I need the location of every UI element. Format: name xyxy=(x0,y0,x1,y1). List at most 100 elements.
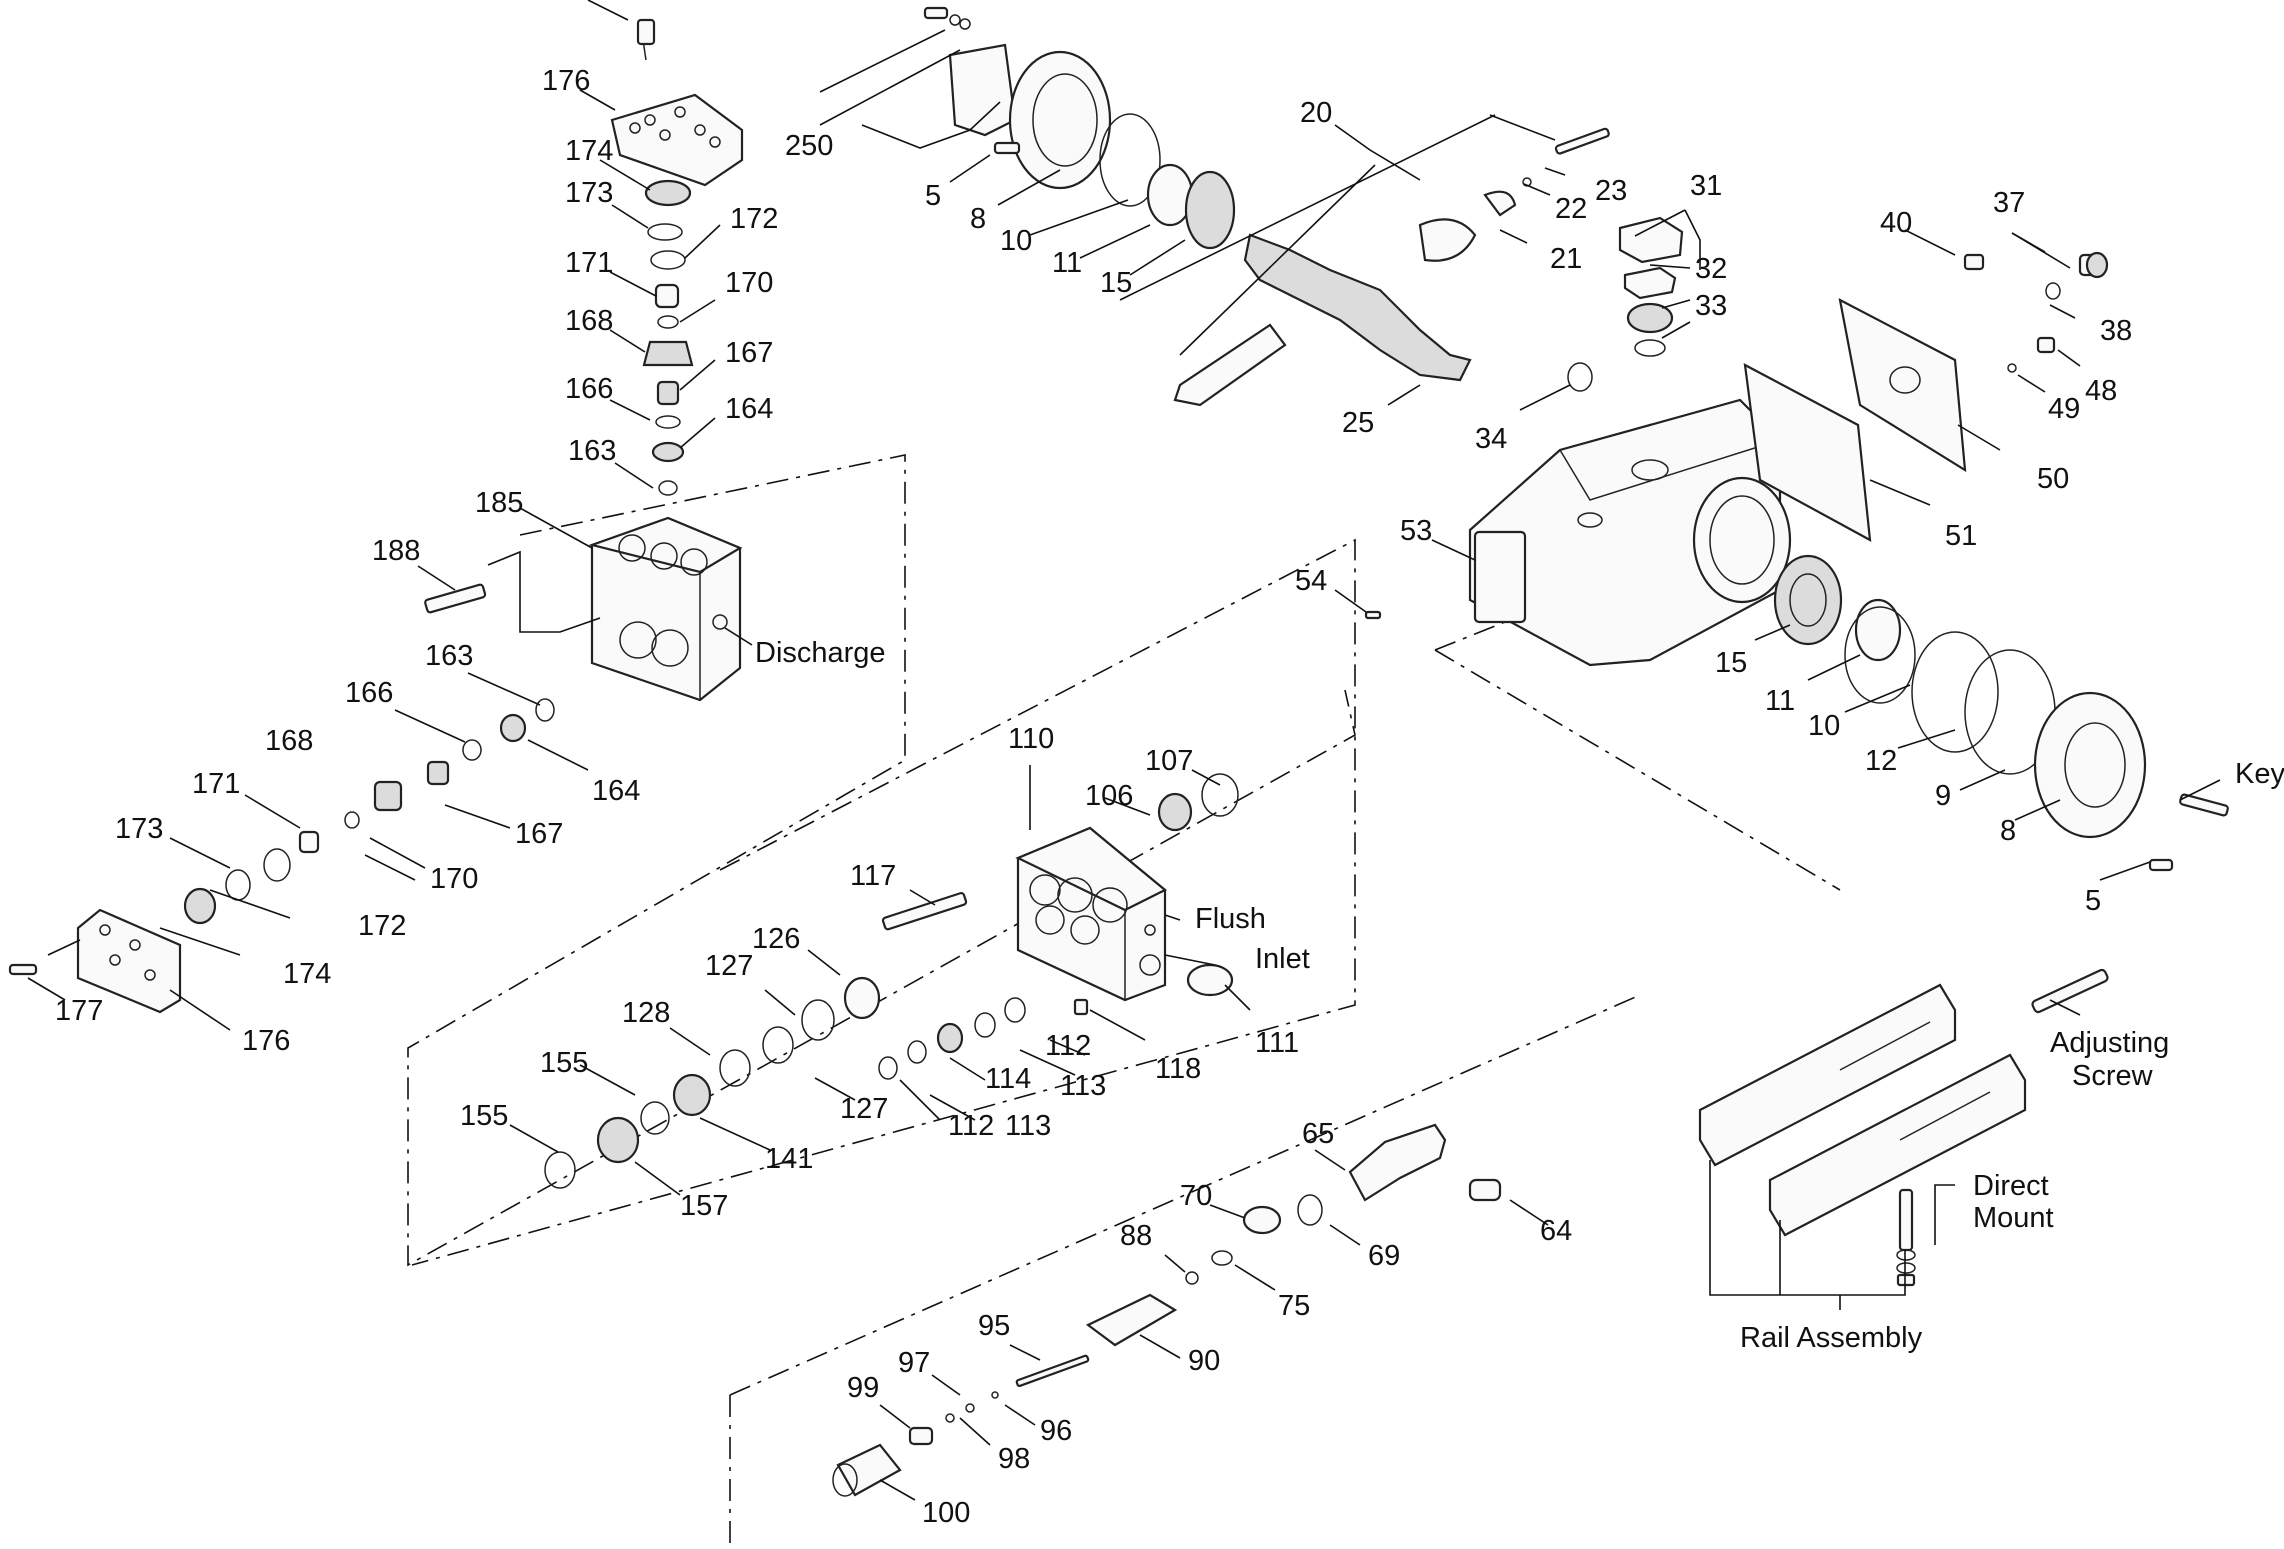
label-172-mid: 172 xyxy=(358,910,406,942)
label-172-top: 172 xyxy=(730,203,778,235)
label-164-top: 164 xyxy=(725,393,773,425)
label-37: 37 xyxy=(1993,187,2025,219)
label-38: 38 xyxy=(2100,315,2132,347)
suction-valve-stack xyxy=(8,698,555,1014)
label-163-mid: 163 xyxy=(425,640,473,672)
label-112-bottom: 112 xyxy=(948,1110,994,1142)
label-10-right: 10 xyxy=(1808,710,1840,742)
label-167-mid: 167 xyxy=(515,818,563,850)
label-21: 21 xyxy=(1550,243,1582,275)
label-113-bottom: 113 xyxy=(1005,1110,1051,1142)
top-valve-stack xyxy=(610,18,744,496)
label-direct-line1: Direct xyxy=(1973,1170,2049,1202)
label-flush: Flush xyxy=(1195,903,1266,935)
label-88: 88 xyxy=(1120,1220,1152,1252)
label-75: 75 xyxy=(1278,1290,1310,1322)
label-70: 70 xyxy=(1180,1180,1212,1212)
assembly-outlines xyxy=(407,454,1841,1549)
label-rail-assembly: Rail Assembly xyxy=(1740,1322,1923,1354)
label-171-mid: 171 xyxy=(192,768,240,800)
label-40: 40 xyxy=(1880,207,1912,239)
label-141: 141 xyxy=(765,1143,813,1175)
drive-side-bearing-parts xyxy=(1773,554,2229,872)
label-23: 23 xyxy=(1595,175,1627,207)
label-168-top: 168 xyxy=(565,305,613,337)
label-170-mid: 170 xyxy=(430,863,478,895)
label-32: 32 xyxy=(1695,253,1727,285)
label-5-right: 5 xyxy=(2085,885,2101,917)
inlet-manifold-110 xyxy=(881,773,1239,1016)
label-170-top: 170 xyxy=(725,267,773,299)
label-64: 64 xyxy=(1540,1215,1572,1247)
label-inlet: Inlet xyxy=(1255,943,1310,975)
label-54: 54 xyxy=(1295,565,1327,597)
label-95: 95 xyxy=(978,1310,1010,1342)
label-22: 22 xyxy=(1555,193,1587,225)
label-176-mid: 176 xyxy=(242,1025,290,1057)
label-188: 188 xyxy=(372,535,420,567)
label-8-left: 8 xyxy=(970,203,986,235)
label-48: 48 xyxy=(2085,375,2117,407)
label-126: 126 xyxy=(752,923,800,955)
label-174-mid: 174 xyxy=(283,958,331,990)
label-185: 185 xyxy=(475,487,523,519)
label-168-mid: 168 xyxy=(265,725,313,757)
rear-cover xyxy=(1743,251,2109,542)
label-50: 50 xyxy=(2037,463,2069,495)
label-111: 111 xyxy=(1255,1027,1299,1059)
label-250: 250 xyxy=(785,130,833,162)
label-166-top: 166 xyxy=(565,373,613,405)
packing-parts xyxy=(544,976,1026,1189)
label-113-top: 113 xyxy=(1060,1070,1106,1102)
label-155-bottom: 155 xyxy=(460,1100,508,1132)
label-90: 90 xyxy=(1188,1345,1220,1377)
label-118: 118 xyxy=(1155,1053,1201,1085)
label-164-mid: 164 xyxy=(592,775,640,807)
label-176-top: 176 xyxy=(542,65,590,97)
label-20: 20 xyxy=(1300,97,1332,129)
label-157: 157 xyxy=(680,1190,728,1222)
label-166-mid: 166 xyxy=(345,677,393,709)
label-33: 33 xyxy=(1695,290,1727,322)
label-8-right: 8 xyxy=(2000,815,2016,847)
label-127-top: 127 xyxy=(705,950,753,982)
label-discharge: Discharge xyxy=(755,637,886,669)
label-96: 96 xyxy=(1040,1415,1072,1447)
label-106: 106 xyxy=(1085,780,1133,812)
part-number-labels: 176 174 173 172 171 170 168 167 166 164 … xyxy=(55,65,2284,1529)
leader-lines xyxy=(27,0,2221,1501)
plunger-parts xyxy=(832,1123,1502,1497)
label-adjusting-line1: Adjusting xyxy=(2050,1027,2169,1059)
label-117: 117 xyxy=(850,860,896,892)
label-25: 25 xyxy=(1342,407,1374,439)
label-110: 110 xyxy=(1008,723,1054,755)
label-9: 9 xyxy=(1935,780,1951,812)
crankcase-front-parts xyxy=(923,6,1610,407)
label-99: 99 xyxy=(847,1372,879,1404)
label-98: 98 xyxy=(998,1443,1030,1475)
label-69: 69 xyxy=(1368,1240,1400,1272)
label-34: 34 xyxy=(1475,423,1507,455)
label-65: 65 xyxy=(1302,1118,1334,1150)
label-53: 53 xyxy=(1400,515,1432,547)
label-adjusting-line2: Screw xyxy=(2072,1060,2154,1092)
label-107: 107 xyxy=(1145,745,1193,777)
label-51: 51 xyxy=(1945,520,1977,552)
discharge-manifold-185 xyxy=(424,516,743,702)
oil-cap-stack xyxy=(1567,216,1684,392)
label-163-top: 163 xyxy=(568,435,616,467)
label-12: 12 xyxy=(1865,745,1897,777)
label-100: 100 xyxy=(922,1497,970,1529)
label-177: 177 xyxy=(55,995,103,1027)
label-171-top: 171 xyxy=(565,247,613,279)
label-173-top: 173 xyxy=(565,177,613,209)
label-174-top: 174 xyxy=(565,135,613,167)
label-167-top: 167 xyxy=(725,337,773,369)
label-127-bottom: 127 xyxy=(840,1093,888,1125)
rail-assembly-parts xyxy=(1698,968,2109,1287)
label-155-top: 155 xyxy=(540,1047,588,1079)
label-112-top: 112 xyxy=(1045,1030,1091,1062)
label-key: Key xyxy=(2235,758,2284,790)
label-15-left: 15 xyxy=(1100,267,1132,299)
label-11-right: 11 xyxy=(1765,685,1795,717)
